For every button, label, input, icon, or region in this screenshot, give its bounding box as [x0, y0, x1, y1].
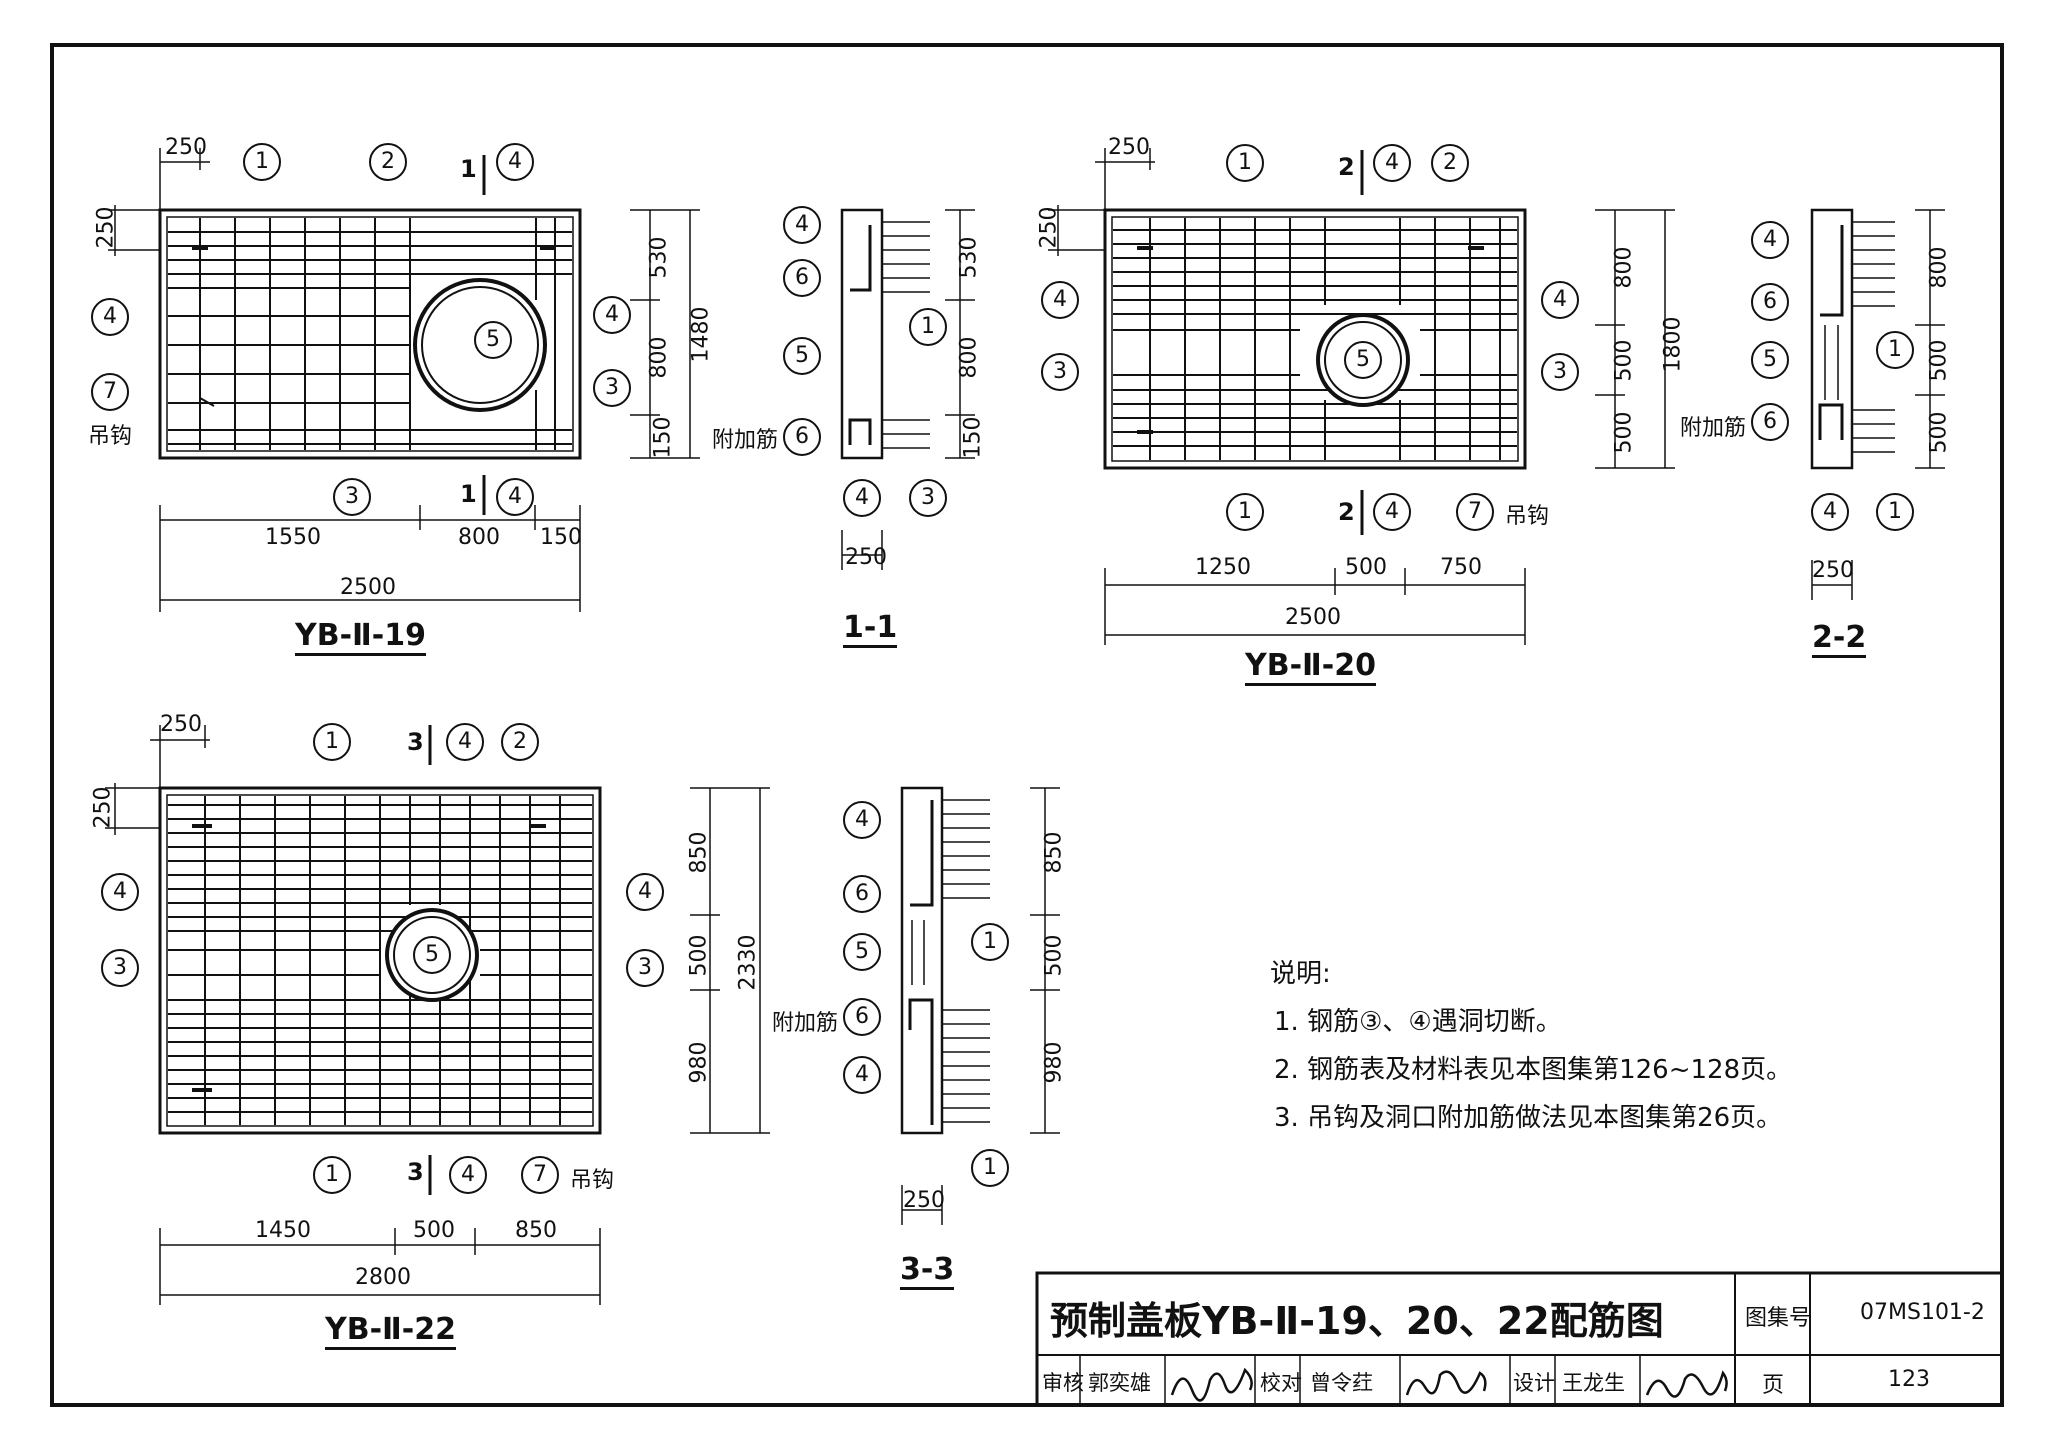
manhole-opening-yb19 — [413, 278, 547, 412]
title-block — [1035, 1271, 2004, 1407]
plan-yb20 — [1103, 208, 1527, 470]
signatures — [1170, 1367, 1728, 1402]
slab-outline-yb19 — [158, 208, 582, 460]
dims-yb20 — [1048, 148, 1675, 645]
rebar-grid-yb19 — [168, 218, 572, 450]
section-22 — [1810, 208, 1945, 600]
dims-yb22 — [105, 725, 770, 1305]
plan-yb19 — [158, 208, 582, 460]
sheet-frame — [50, 43, 2004, 1407]
plan-yb22 — [158, 786, 602, 1135]
section-11 — [840, 208, 975, 570]
dims-yb19 — [108, 148, 700, 612]
section-33 — [900, 786, 1060, 1225]
